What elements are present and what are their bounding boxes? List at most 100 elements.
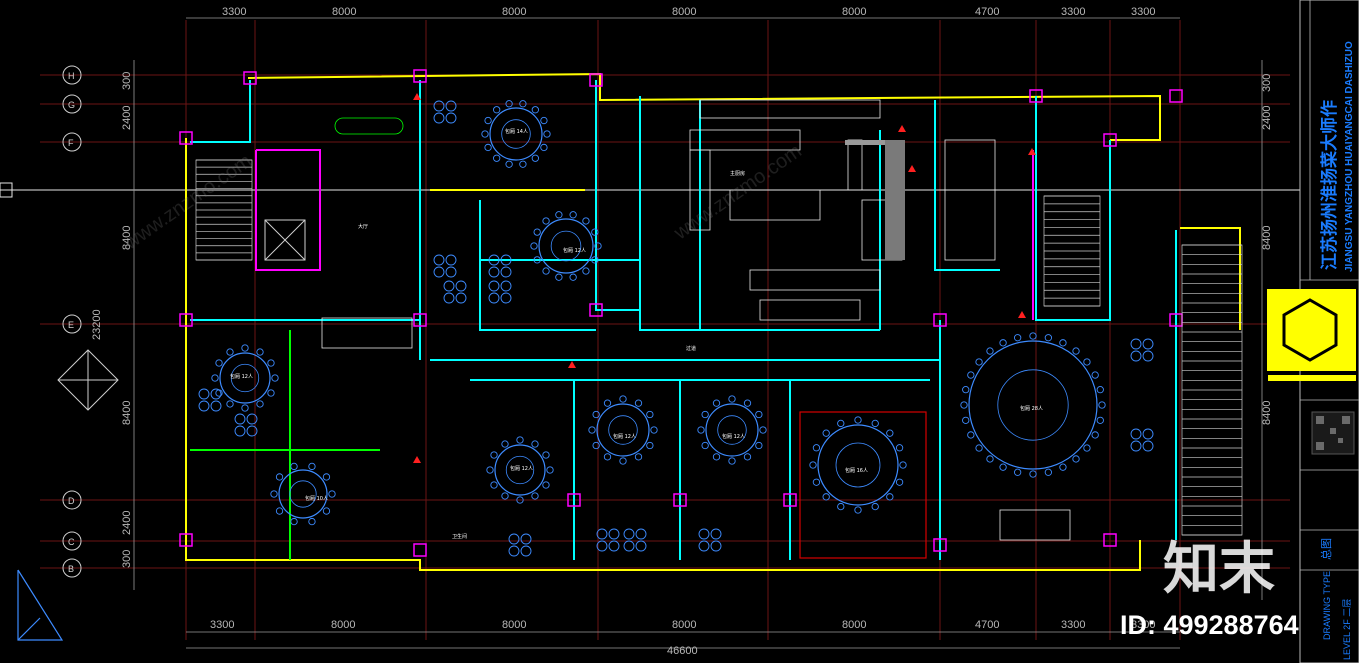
watermark-brand: 知末 bbox=[1163, 537, 1275, 602]
lounge-chair bbox=[433, 254, 445, 266]
chair bbox=[322, 507, 331, 515]
dim-bottom-2: 8000 bbox=[502, 619, 526, 631]
chair bbox=[854, 506, 862, 514]
column bbox=[589, 303, 603, 317]
structural-columns bbox=[179, 69, 1183, 557]
dim-bottom-1: 8000 bbox=[331, 619, 355, 631]
chair bbox=[1029, 470, 1037, 478]
chair bbox=[531, 440, 539, 448]
title-block: 江苏扬州淮扬菜大师作 JIANGSU YANGZHOU HUAIYANGCAI … bbox=[1267, 0, 1359, 663]
chair bbox=[1096, 385, 1104, 394]
chair bbox=[519, 160, 527, 168]
chair bbox=[484, 143, 492, 152]
lounge-chair bbox=[246, 413, 258, 425]
lounge-chair bbox=[623, 540, 635, 552]
chair bbox=[743, 399, 752, 407]
chair bbox=[871, 502, 879, 511]
chair bbox=[871, 419, 879, 428]
chair bbox=[211, 374, 219, 382]
column bbox=[783, 493, 797, 507]
room-label-kitchen: 主厨房 bbox=[730, 170, 745, 177]
stair-left bbox=[195, 159, 253, 261]
lounge-chair bbox=[710, 540, 722, 552]
dim-bottom-5: 4700 bbox=[975, 619, 999, 631]
dimension-labels-right: 300 2400 8400 8400 bbox=[1261, 74, 1273, 425]
chair bbox=[1044, 468, 1053, 476]
lounge-chair bbox=[596, 540, 608, 552]
dim-left-upper-1: 2400 bbox=[121, 106, 133, 130]
lounge-chair bbox=[500, 254, 512, 266]
chair bbox=[275, 507, 284, 515]
dim-top-6: 3300 bbox=[1061, 6, 1085, 18]
chair bbox=[837, 502, 845, 511]
round-table bbox=[530, 211, 602, 281]
chair bbox=[812, 478, 821, 486]
chair bbox=[634, 453, 643, 461]
dining-tables bbox=[198, 100, 1154, 557]
round-table bbox=[481, 100, 551, 168]
fire-door-marker bbox=[1028, 148, 1036, 155]
lounge-seating bbox=[443, 280, 467, 304]
chair bbox=[1091, 371, 1099, 379]
chair bbox=[531, 492, 539, 500]
lounge-chair bbox=[1142, 428, 1154, 440]
chair bbox=[540, 143, 548, 152]
chair bbox=[308, 462, 316, 471]
chair bbox=[1072, 347, 1080, 355]
lounge-chair bbox=[210, 388, 222, 400]
dimension-lines bbox=[133, 17, 1263, 649]
grid-label-6: B bbox=[68, 564, 74, 574]
chair bbox=[592, 441, 600, 450]
chair bbox=[809, 461, 817, 469]
lounge-chair bbox=[198, 400, 210, 412]
lazy-susan bbox=[289, 480, 317, 508]
table-top bbox=[705, 403, 759, 457]
lounge-seating bbox=[596, 528, 620, 552]
room-label-r9: 包厢 28人 bbox=[1020, 405, 1043, 412]
title-drawing-name: 总图 bbox=[1319, 538, 1333, 560]
chair bbox=[271, 374, 279, 382]
lounge-seating bbox=[488, 254, 512, 278]
chair bbox=[501, 440, 509, 448]
chair bbox=[962, 385, 970, 394]
dim-bottom-6: 3300 bbox=[1061, 619, 1085, 631]
hexagon-logo-icon bbox=[1282, 298, 1338, 362]
chair bbox=[481, 130, 489, 138]
grid-axis-bubbles bbox=[62, 65, 82, 578]
table-top bbox=[489, 107, 543, 161]
lounge-chair bbox=[1130, 440, 1142, 452]
lazy-susan bbox=[501, 119, 531, 149]
dim-left-mid-1: 23200 bbox=[91, 309, 103, 340]
dim-left-lower-1: 300 bbox=[121, 550, 133, 568]
chair bbox=[822, 493, 830, 501]
stair-far-right bbox=[1181, 244, 1243, 536]
chair bbox=[1098, 401, 1106, 409]
lounge-chair bbox=[445, 100, 457, 112]
round-table bbox=[588, 395, 658, 465]
chair bbox=[594, 242, 602, 250]
lounge-chair bbox=[1130, 428, 1142, 440]
chair bbox=[650, 426, 658, 434]
chair bbox=[895, 478, 904, 486]
chair bbox=[975, 444, 983, 452]
dim-right-1: 2400 bbox=[1261, 106, 1273, 130]
table-top bbox=[278, 469, 328, 519]
title-level: LEVEL 2F 二层 bbox=[1342, 599, 1352, 660]
chair bbox=[895, 444, 904, 452]
chair bbox=[697, 426, 705, 434]
lounge-chair bbox=[445, 254, 457, 266]
lounge-seating bbox=[1130, 338, 1154, 362]
table-top bbox=[817, 424, 899, 506]
grid-bubble-c bbox=[62, 531, 82, 551]
stair-outline bbox=[195, 159, 253, 261]
chair bbox=[505, 100, 513, 108]
dim-top-0: 3300 bbox=[222, 6, 246, 18]
column bbox=[567, 493, 581, 507]
chair bbox=[290, 517, 298, 526]
lazy-susan bbox=[608, 415, 638, 445]
dim-top-3: 8000 bbox=[672, 6, 696, 18]
lazy-susan bbox=[505, 455, 535, 485]
lounge-seating bbox=[508, 533, 532, 557]
chair bbox=[546, 466, 554, 474]
